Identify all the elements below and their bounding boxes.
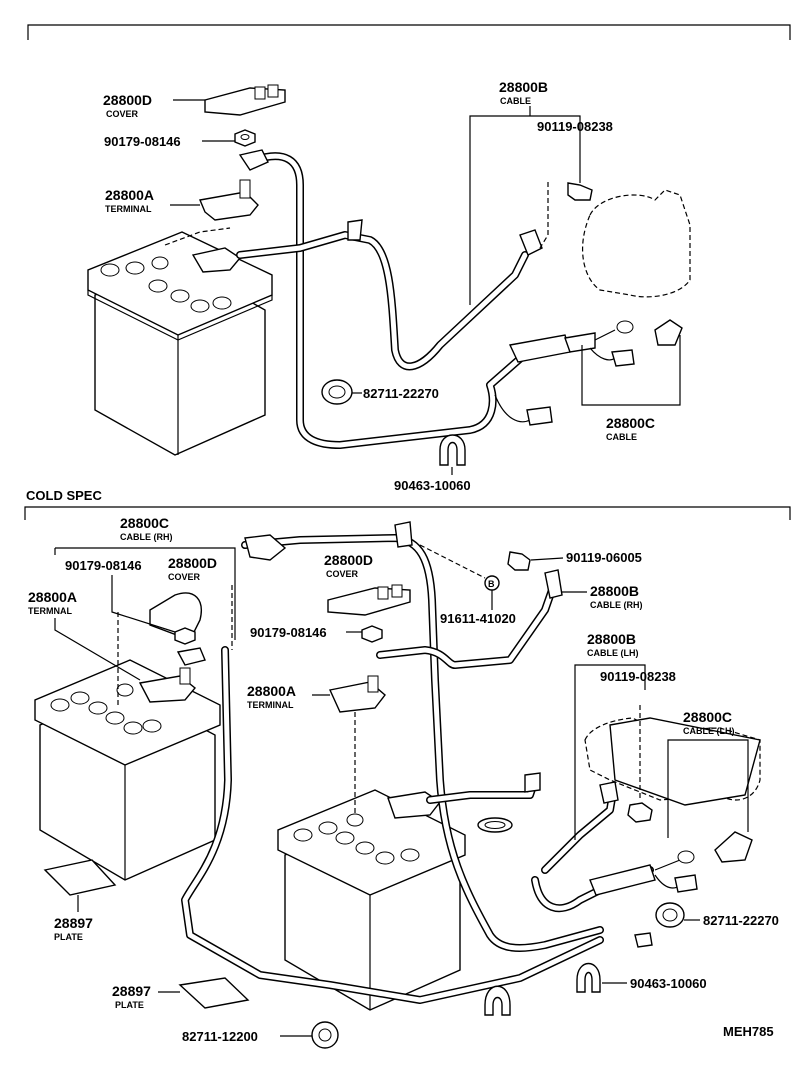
label-28800B-top: 28800B — [499, 79, 548, 95]
cables-bottom — [181, 521, 753, 1004]
battery-left — [34, 659, 221, 881]
label-28800C-lh: 28800C — [683, 709, 732, 725]
label-28800B-rh-sub: CABLE (RH) — [590, 600, 643, 610]
clamp-90463-top — [439, 434, 466, 466]
bottom-section-bracket — [24, 506, 791, 520]
clamp-center-small — [477, 817, 513, 833]
bolt-90119-08238-bottom — [627, 802, 653, 823]
label-28800D-a: 28800D — [168, 555, 217, 571]
label-28800A-b: 28800A — [247, 683, 296, 699]
clamp-82711-22270-bottom — [655, 902, 685, 928]
label-91611-41020: 91611-41020 — [440, 611, 516, 626]
label-28800A-a: 28800A — [28, 589, 77, 605]
clamp-center-bottom — [484, 985, 511, 1016]
label-28800A-a-sub: TERMNAL — [28, 606, 72, 616]
cover-center — [327, 584, 411, 643]
plate-bottom — [178, 977, 250, 1009]
clamp-90463-10060-bottom — [576, 963, 601, 993]
label-28800B-rh: 28800B — [590, 583, 639, 599]
label-90179-08146-b: 90179-08146 — [250, 625, 327, 640]
label-28800B-lh-sub: CABLE (LH) — [587, 648, 639, 658]
label-90463-10060-top: 90463-10060 — [394, 478, 471, 493]
bottom-labels: 28800C CABLE (RH) 90179-08146 28800D COV… — [28, 515, 779, 1044]
label-28800D-b-sub: COVER — [326, 569, 359, 579]
label-82711-22270-top: 82711-22270 — [363, 386, 439, 401]
label-90119-08238-top: 90119-08238 — [537, 119, 613, 134]
label-28800C-rh: 28800C — [120, 515, 169, 531]
label-82711-22270-bottom: 82711-22270 — [703, 913, 779, 928]
label-28897-b: 28897 — [112, 983, 151, 999]
label-90119-06005: 90119-06005 — [566, 550, 642, 565]
label-28800D-b: 28800D — [324, 552, 373, 568]
label-28800C-lh-sub: CABLE (LH) — [683, 726, 735, 736]
bolt-top — [567, 182, 593, 201]
label-28800B-top-sub: CABLE — [500, 96, 531, 106]
cables-top — [236, 149, 683, 449]
terminal-top — [191, 179, 259, 273]
drawing-code: MEH785 — [723, 1024, 774, 1039]
label-28800C-top: 28800C — [606, 415, 655, 431]
small-bracket-bottom — [634, 932, 653, 948]
label-28800D-top-sub: COVER — [106, 109, 139, 119]
cover-left — [149, 592, 206, 666]
top-section-bracket — [27, 24, 791, 40]
terminal-center — [328, 675, 442, 819]
label-90119-08238-bottom: 90119-08238 — [600, 669, 676, 684]
clamp-82711-12200 — [311, 1021, 339, 1049]
label-90179-08146-a: 90179-08146 — [65, 558, 142, 573]
label-28800D-top: 28800D — [103, 92, 152, 108]
cover-top — [204, 84, 286, 116]
label-28800A-b-sub: TERMINAL — [247, 700, 294, 710]
label-90463-10060-bottom: 90463-10060 — [630, 976, 707, 991]
label-28897-a-sub: PLATE — [54, 932, 83, 942]
clamp-top — [321, 379, 353, 405]
label-28800A-top-sub: TERMINAL — [105, 204, 152, 214]
nut-top — [234, 129, 256, 147]
plate-left — [43, 859, 117, 896]
starter-motor-top — [539, 182, 691, 298]
cold-spec-label: COLD SPEC — [26, 488, 102, 503]
top-labels: 28800D COVER 90179-08146 28800A TERMINAL… — [103, 79, 681, 493]
label-28800B-lh: 28800B — [587, 631, 636, 647]
bolt-90119-06005 — [507, 551, 531, 571]
label-28800C-top-sub: CABLE — [606, 432, 637, 442]
battery-center — [277, 789, 466, 1011]
label-28897-a: 28897 — [54, 915, 93, 931]
label-28800C-rh-sub: CABLE (RH) — [120, 532, 173, 542]
label-90179-08146-top: 90179-08146 — [104, 134, 181, 149]
terminal-left — [138, 667, 196, 703]
marker-b: B — [488, 579, 495, 589]
label-82711-12200: 82711-12200 — [182, 1029, 258, 1044]
label-28800A-top: 28800A — [105, 187, 154, 203]
battery-top — [87, 231, 273, 456]
label-28897-b-sub: PLATE — [115, 1000, 144, 1010]
label-28800D-a-sub: COVER — [168, 572, 201, 582]
